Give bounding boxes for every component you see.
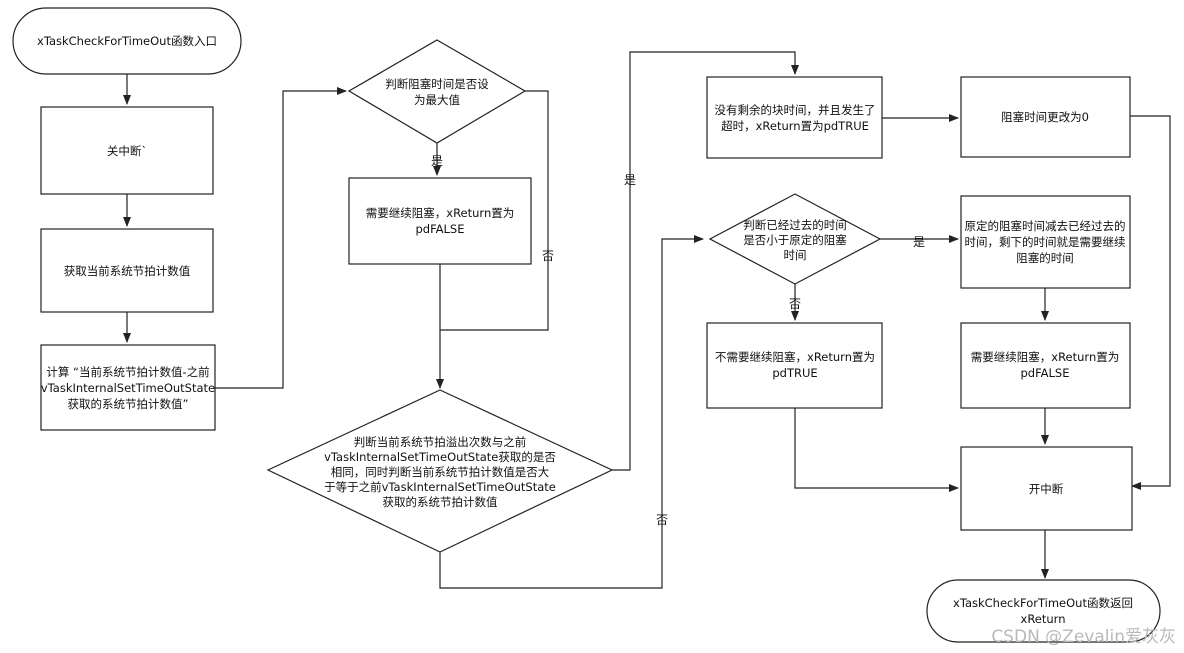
node-start: xTaskCheckForTimeOut函数入口 <box>12 7 242 75</box>
node-text-line: 阻塞的时间 <box>1016 251 1074 265</box>
node-text-line: 超时，xReturn置为pdTRUE <box>721 119 869 133</box>
edge-overflow-yes <box>612 51 799 471</box>
label-no-max: 否 <box>542 249 554 263</box>
node-no-need-block-true: 不需要继续阻塞，xReturn置为 pdTRUE <box>706 322 883 409</box>
node-text-line: 于等于之前vTaskInternalSetTimeOutState <box>324 480 556 494</box>
label-no-elapsed: 否 <box>789 297 801 311</box>
node-text-line: 判断已经过去的时间 <box>743 218 847 232</box>
node-text-line: 没有剩余的块时间，并且发生了 <box>715 103 876 117</box>
svg-text:判断阻塞时间是否设为最大值: 判断阻塞时间是否设为最大值 <box>385 77 489 107</box>
node-enable-interrupt: 开中断 <box>960 446 1133 531</box>
node-text-line: 判断当前系统节拍溢出次数与之前 <box>354 435 527 449</box>
node-disable-interrupt: 关中断` <box>40 106 214 195</box>
node-set-block-time-zero: 阻塞时间更改为0 <box>960 76 1131 158</box>
node-get-tick-count: 获取当前系统节拍计数值 <box>40 228 214 313</box>
node-calculate-elapsed: 计算 “当前系统节拍计数值-之前 vTaskInternalSetTimeOutS… <box>40 344 216 431</box>
node-text-line: 时间 <box>784 248 807 262</box>
svg-text:xTaskCheckForTimeOut函数入口: xTaskCheckForTimeOut函数入口 <box>37 34 217 48</box>
svg-text:开中断: 开中断 <box>1029 482 1064 496</box>
svg-text:不需要继续阻塞，xReturn置为pdTRUE: 不需要继续阻塞，xReturn置为 pdTRUE <box>715 350 875 380</box>
edge-setzero-to-enable <box>1130 115 1171 490</box>
edge-calc-to-checkmax <box>215 87 347 389</box>
node-end: xTaskCheckForTimeOut函数返回 xReturn <box>926 579 1161 643</box>
node-text-line: 不需要继续阻塞，xReturn置为 <box>715 350 875 364</box>
node-no-time-left: 没有剩余的块时间，并且发生了超时，xReturn置为pdTRUE <box>706 76 883 159</box>
node-text-line: 关中断` <box>107 144 147 158</box>
node-text-line: xTaskCheckForTimeOut函数返回 <box>953 596 1133 610</box>
node-text-line: 阻塞时间更改为0 <box>1001 110 1089 124</box>
svg-text:阻塞时间更改为0: 阻塞时间更改为0 <box>1001 110 1089 124</box>
node-text-line: xTaskCheckForTimeOut函数入口 <box>37 34 217 48</box>
node-check-max-block-time: 判断阻塞时间是否设为最大值 <box>347 39 527 144</box>
node-text-line: 是否小于原定的阻塞 <box>743 233 847 247</box>
node-need-block-false-1: 需要继续阻塞，xReturn置为 pdFALSE <box>348 177 532 265</box>
svg-text:计算 “当前系统节拍计数值-之前vTaskInternalS: 计算 “当前系统节拍计数值-之前 vTaskInternalSetTimeOutS… <box>41 365 215 411</box>
label-no-overflow: 否 <box>656 513 668 527</box>
node-check-elapsed-time: 判断已经过去的时间是否小于原定的阻塞时间 <box>708 193 882 285</box>
node-text-line: 需要继续阻塞，xReturn置为 <box>971 350 1119 364</box>
svg-text:关中断`: 关中断` <box>107 144 147 158</box>
node-text-line: 计算 “当前系统节拍计数值-之前 <box>46 365 209 379</box>
node-text-line: 判断阻塞时间是否设 <box>385 77 489 91</box>
svg-text:获取当前系统节拍计数值: 获取当前系统节拍计数值 <box>64 264 191 278</box>
label-yes-max: 是 <box>431 154 443 168</box>
label-yes-overflow: 是 <box>624 173 636 187</box>
node-remaining-block-time: 原定的阻塞时间减去已经过去的时间，剩下的时间就是需要继续阻塞的时间 <box>960 195 1131 289</box>
label-yes-elapsed: 是 <box>913 235 925 249</box>
svg-text:原定的阻塞时间减去已经过去的时间，剩下的时间就是需要继续阻塞: 原定的阻塞时间减去已经过去的时间，剩下的时间就是需要继续阻塞的时间 <box>965 219 1126 265</box>
node-text-line: pdFALSE <box>416 222 465 236</box>
edges <box>123 51 1171 589</box>
node-text-line: pdTRUE <box>772 366 817 380</box>
node-text-line: 获取的系统节拍计数值 <box>383 495 498 509</box>
edge-checkmax-no <box>440 90 549 331</box>
node-text-line: 时间，剩下的时间就是需要继续 <box>965 235 1126 249</box>
edge-overflow-no <box>439 235 704 589</box>
watermark: CSDN @Zevalin爱灰灰 <box>991 627 1176 647</box>
node-text-line: xReturn <box>1021 612 1066 626</box>
node-text-line: 获取的系统节拍计数值” <box>68 397 189 411</box>
node-need-block-false-2: 需要继续阻塞，xReturn置为 pdFALSE <box>960 322 1131 409</box>
node-text-line: vTaskInternalSetTimeOutState <box>41 381 215 395</box>
node-text-line: 原定的阻塞时间减去已经过去的 <box>965 219 1126 233</box>
node-text-line: 相同，同时判断当前系统节拍计数值是否大 <box>331 465 550 479</box>
node-text-line: 需要继续阻塞，xReturn置为 <box>366 206 514 220</box>
node-text-line: vTaskInternalSetTimeOutState获取的是否 <box>324 450 556 464</box>
node-text-line: 获取当前系统节拍计数值 <box>64 264 191 278</box>
edge-noneedblock-to-enable <box>794 408 959 492</box>
node-text-line: pdFALSE <box>1021 366 1070 380</box>
node-text-line: 开中断 <box>1029 482 1064 496</box>
svg-text:没有剩余的块时间，并且发生了超时，xReturn置为pdTR: 没有剩余的块时间，并且发生了超时，xReturn置为pdTRUE <box>715 103 876 133</box>
svg-text:判断已经过去的时间是否小于原定的阻塞时间: 判断已经过去的时间是否小于原定的阻塞时间 <box>743 218 847 262</box>
node-text-line: 为最大值 <box>414 93 460 107</box>
